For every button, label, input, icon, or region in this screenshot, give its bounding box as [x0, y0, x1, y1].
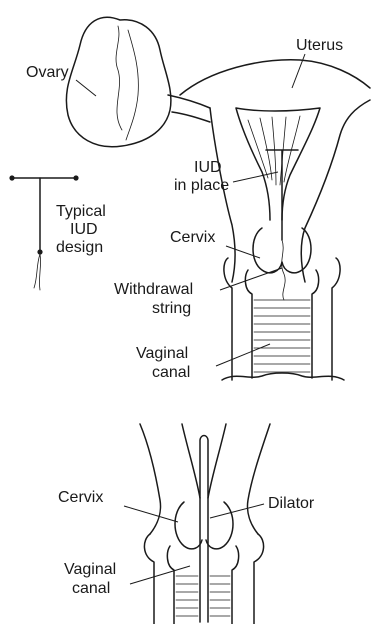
- vaginal-rugae-bottom: [176, 576, 230, 616]
- fallopian-tube: [168, 95, 210, 122]
- label-dilator: Dilator: [268, 495, 315, 512]
- iud-threads: [34, 254, 41, 290]
- label-iud-line2: in place: [174, 177, 229, 194]
- vaginal-opening-top: [222, 373, 344, 380]
- leader-dilator: [210, 504, 264, 518]
- label-withdrawal-line2: string: [152, 300, 191, 317]
- vaginal-rugae-top: [254, 300, 310, 372]
- labels: Ovary Uterus IUD in place Typical IUD de…: [26, 37, 343, 597]
- label-typical-line2: IUD: [70, 221, 98, 238]
- label-cervix-bottom: Cervix: [58, 489, 103, 506]
- label-vaginal-bottom-line2: canal: [72, 580, 110, 597]
- cervix-bottom: [175, 502, 233, 549]
- label-ovary: Ovary: [26, 64, 69, 81]
- label-vaginal-top-line2: canal: [152, 364, 190, 381]
- label-cervix-top: Cervix: [170, 229, 215, 246]
- leader-vaginal-bottom: [130, 566, 190, 584]
- label-uterus: Uterus: [296, 37, 343, 54]
- leader-withdrawal: [220, 268, 282, 290]
- label-vaginal-top-line1: Vaginal: [136, 345, 188, 362]
- leader-cervix-top: [226, 246, 260, 258]
- leader-iud: [233, 172, 278, 182]
- leader-cervix-bottom: [124, 506, 178, 522]
- label-withdrawal-line1: Withdrawal: [114, 281, 193, 298]
- label-typical-line3: design: [56, 239, 103, 256]
- ovary-inner: [116, 26, 138, 140]
- dilator-illustration: [140, 424, 270, 624]
- label-iud-line1: IUD: [194, 159, 222, 176]
- iud-in-place: [266, 150, 298, 240]
- withdrawal-string: [282, 240, 285, 300]
- dilator-instrument: [200, 436, 208, 623]
- leader-vaginal-top: [216, 344, 270, 366]
- uterus-illustration: [66, 17, 370, 380]
- vaginal-canal-bottom: [144, 534, 263, 624]
- uterine-cavity: [236, 108, 320, 220]
- typical-iud: [9, 175, 78, 290]
- uterus-lower: [140, 424, 270, 534]
- label-vaginal-bottom-line1: Vaginal: [64, 561, 116, 578]
- leader-ovary: [76, 80, 96, 96]
- label-typical-line1: Typical: [56, 203, 106, 220]
- vaginal-canal-top: [224, 258, 340, 380]
